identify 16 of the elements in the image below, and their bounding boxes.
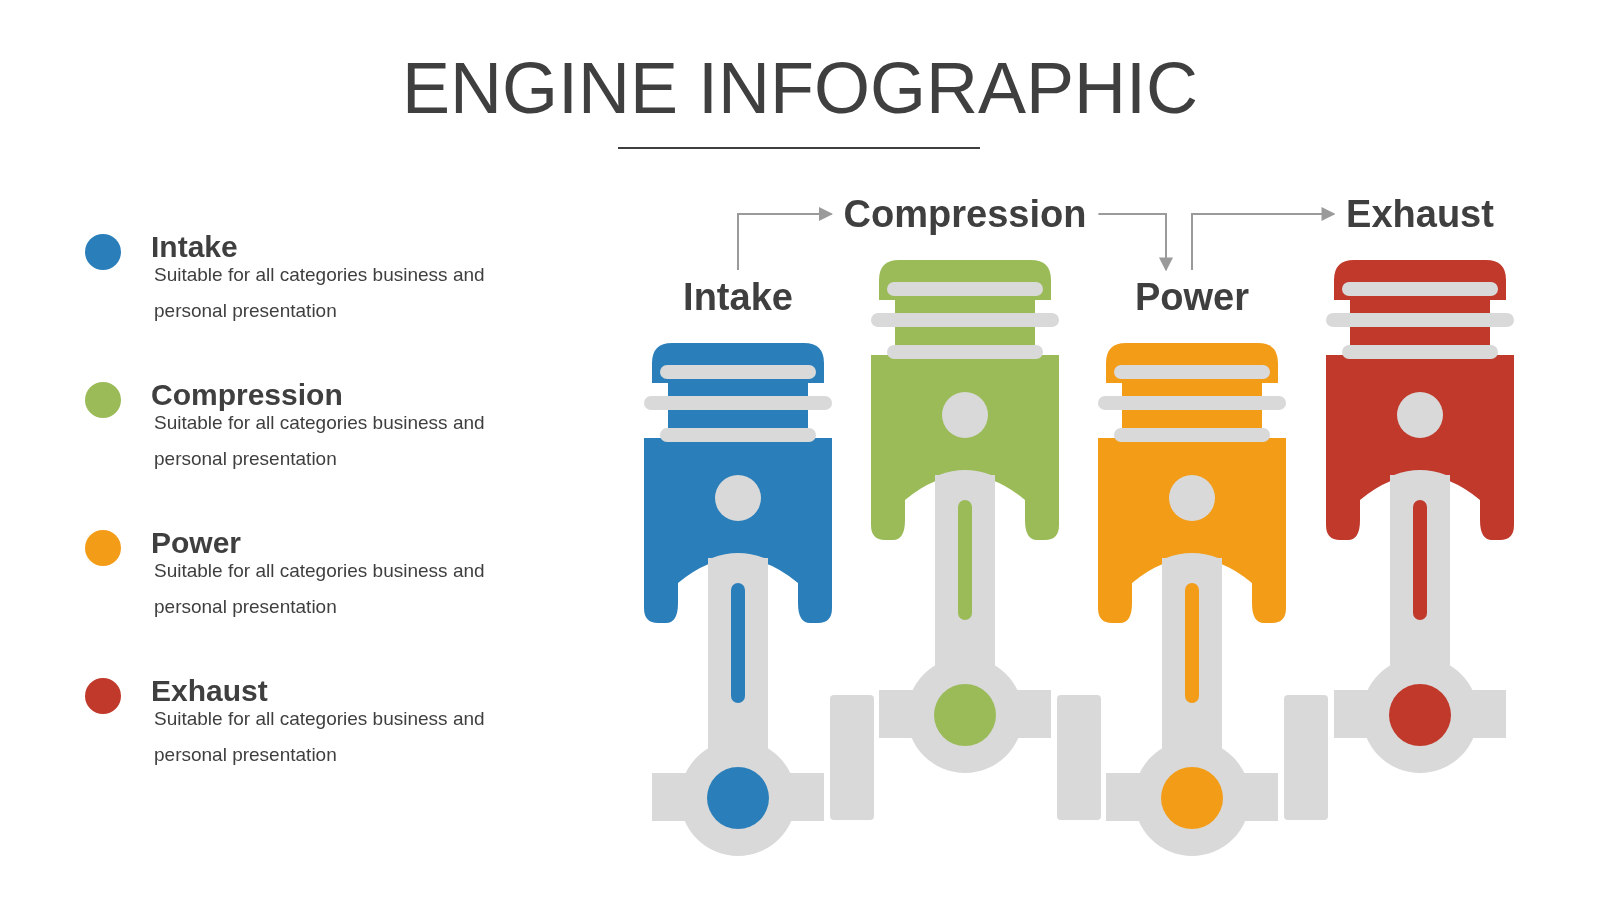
stage-label: Exhaust [1346,195,1494,233]
arrow [737,207,833,271]
arrow [1191,207,1336,271]
description-text: Suitable for all categories business and personal presentation [154,411,486,471]
description-text: Suitable for all categories business and personal presentation [154,707,486,767]
stage-label: Intake [683,278,793,316]
stage-label: Power [1135,278,1249,316]
arrow [1097,213,1173,272]
description-text: Suitable for all categories business and personal presentation [154,263,486,323]
legend-heading: Exhaust [151,676,268,706]
legend-heading: Intake [151,232,238,262]
legend-heading: Compression [151,380,343,410]
title: ENGINE INFOGRAPHIC [400,52,1200,124]
stage-label: Compression [843,195,1087,233]
legend-heading: Power [151,528,242,558]
description-text: Suitable for all categories business and personal presentation [154,559,486,619]
